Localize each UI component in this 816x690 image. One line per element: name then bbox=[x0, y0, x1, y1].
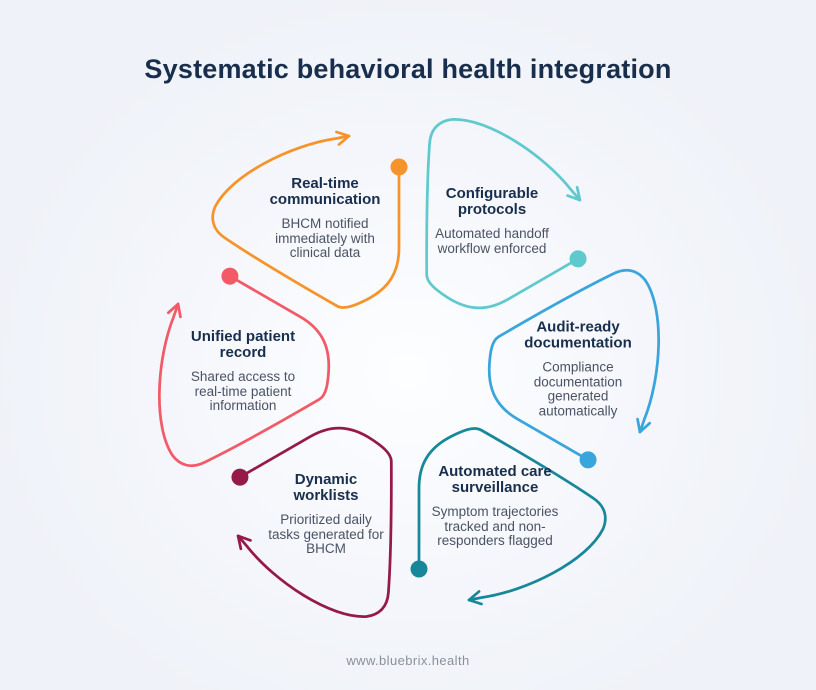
segment-description: Shared access to real-time patient infor… bbox=[190, 368, 296, 413]
segment-dynamic-worklists: Dynamic worklists Prioritized daily task… bbox=[220, 472, 432, 557]
connector-dot bbox=[231, 468, 249, 486]
arrowhead-icon bbox=[566, 185, 582, 202]
segment-automated-care-surveillance: Automated care surveillance Symptom traj… bbox=[389, 464, 601, 549]
petal-outline bbox=[236, 426, 393, 618]
arrowhead-icon bbox=[335, 130, 351, 146]
segment-unified-patient-record: Unified patient record Shared access to … bbox=[137, 329, 349, 414]
petal-dynamic-worklists bbox=[231, 426, 393, 618]
petal-outline bbox=[211, 134, 401, 309]
petal-automated-care-surveillance bbox=[410, 427, 607, 606]
page-title: Systematic behavioral health integration bbox=[144, 54, 672, 84]
connector-dot bbox=[410, 560, 428, 578]
arrowhead-icon bbox=[467, 590, 483, 606]
petal-outline bbox=[425, 118, 582, 310]
connector-dot bbox=[579, 451, 597, 469]
petal-real-time-communication bbox=[211, 130, 408, 309]
segment-description: Symptom trajectories tracked and non- re… bbox=[431, 503, 559, 548]
connector-dot bbox=[390, 158, 408, 176]
segment-description: BHCM notified immediately with clinical … bbox=[275, 215, 375, 260]
petal-outline bbox=[157, 274, 331, 468]
segment-heading: Dynamic worklists bbox=[293, 470, 359, 504]
petal-outline bbox=[487, 268, 661, 462]
website-url: www.bluebrix.health bbox=[346, 653, 470, 668]
segment-heading: Configurable protocols bbox=[445, 185, 539, 218]
petal-unified-patient-record bbox=[157, 267, 331, 468]
arrowhead-icon bbox=[236, 534, 252, 551]
arrowhead-icon bbox=[166, 302, 182, 319]
segment-audit-ready-documentation: Audit-ready documentation Compliance doc… bbox=[472, 318, 684, 419]
petal-audit-ready-documentation bbox=[487, 268, 661, 469]
segment-configurable-protocols: Configurable protocols Automated handoff… bbox=[386, 186, 598, 256]
segment-heading: Real-time communication bbox=[269, 174, 381, 208]
arrowhead-icon bbox=[636, 417, 652, 434]
segment-real-time-communication: Real-time communication BHCM notified im… bbox=[219, 176, 431, 261]
segment-description: Compliance documentation generated autom… bbox=[533, 359, 623, 418]
segment-heading: Audit-ready documentation bbox=[524, 318, 632, 351]
segment-heading: Unified patient record bbox=[190, 327, 296, 361]
connector-dot bbox=[221, 267, 239, 285]
segment-description: Automated handoff workflow enforced bbox=[435, 226, 549, 256]
petal-outline bbox=[417, 427, 607, 602]
segment-description: Prioritized daily tasks generated for BH… bbox=[268, 511, 384, 556]
petal-configurable-protocols bbox=[425, 118, 587, 310]
segment-heading: Automated care surveillance bbox=[438, 462, 552, 496]
connector-dot bbox=[569, 250, 587, 268]
